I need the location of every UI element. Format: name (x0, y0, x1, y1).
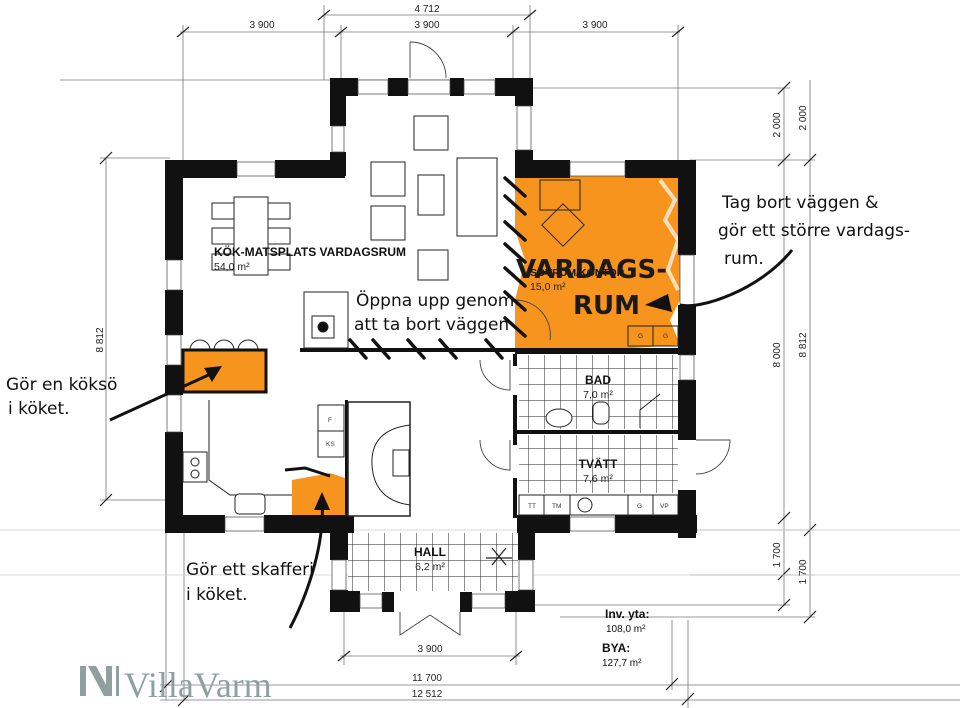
dim-top-left: 3 900 (249, 20, 274, 31)
fixture-vp: VP (660, 503, 669, 510)
doors (399, 41, 731, 636)
note-bigger-living-line1: Tag bort väggen & (721, 193, 878, 213)
highlight-living-room (515, 165, 681, 352)
dim-right-inner-top: 2 000 (772, 112, 783, 137)
bya-value: 127,7 m² (602, 658, 642, 669)
arrowhead-icon (314, 492, 330, 510)
arrowhead-icon (645, 294, 672, 312)
dim-right-outer-middle: 8 812 (798, 332, 809, 357)
note-island-line1: Gör en köksö (6, 375, 117, 395)
room-area-laundry: 7,6 m² (583, 473, 613, 485)
note-open-wall-line2: att ta bort väggen (354, 315, 509, 335)
wardrobe-g1: G (638, 333, 643, 340)
room-name-bathroom: BAD (585, 373, 611, 387)
room-name-bedroom: SOVRUM/KONTOR (530, 267, 625, 279)
brand-name: VillaVarm (124, 665, 272, 705)
fixture-g: G (637, 503, 642, 510)
laundry-floor (519, 435, 678, 493)
dim-right-inner-middle: 8 000 (772, 342, 783, 367)
highlight-kitchen-island (183, 350, 266, 392)
note-island-line2: i köket. (8, 399, 70, 419)
dim-bottom-entrance: 3 900 (417, 644, 442, 655)
dim-right-outer-top: 2 000 (798, 105, 809, 130)
wardrobe-g2: G (663, 333, 668, 340)
arrow-pantry (288, 499, 324, 629)
note-pantry-line1: Gör ett skafferi (186, 560, 314, 580)
dim-top-right: 3 900 (582, 20, 607, 31)
bya-label: BYA: (602, 641, 630, 655)
light-fixture-icon (486, 547, 512, 566)
fixture-tt: TT (528, 503, 536, 510)
note-vardagsrum-line2: RUM (573, 291, 640, 321)
room-area-bathroom: 7,0 m² (583, 389, 613, 401)
inv-yta-label: Inv. yta: (605, 607, 649, 621)
furniture (181, 115, 679, 517)
inv-yta-value: 108,0 m² (606, 624, 646, 635)
dim-top-overall: 4 712 (414, 4, 439, 15)
dim-right-outer-bottom: 1 700 (798, 559, 809, 584)
note-bigger-living-line3: rum. (724, 249, 764, 269)
arrow-bigger-living (679, 249, 794, 308)
fixture-fridge: F (328, 417, 332, 424)
dim-left-height: 8 812 (95, 327, 106, 352)
dim-bottom-outer: 12 512 (412, 689, 443, 700)
fixture-freezer: KS (326, 441, 335, 448)
hall-floor (348, 533, 518, 591)
arrow-island (109, 370, 216, 422)
room-area-kitchen: 54,0 m² (214, 261, 250, 273)
highlight-pantry (292, 473, 345, 522)
note-bigger-living-line2: gör ett större vardags- (718, 221, 910, 241)
note-open-wall-line1: Öppna upp genom (356, 289, 514, 311)
dim-bottom-inner: 11 700 (412, 673, 442, 684)
note-vardagsrum-line1: VARDAGS- (516, 255, 667, 285)
room-name-laundry: TVÄTT (579, 456, 618, 471)
room-name-hall: HALL (414, 545, 446, 559)
windows (166, 79, 695, 609)
remove-wall-marks (348, 176, 527, 360)
dim-top-middle: 3 900 (414, 20, 439, 31)
dim-right-inner-bottom: 1 700 (772, 542, 783, 567)
room-name-kitchen: KÖK-MATSPLATS VARDAGSRUM (214, 244, 406, 259)
room-area-bedroom: 15,0 m² (530, 281, 566, 293)
arrowhead-icon (204, 366, 222, 382)
fixture-tm: TM (552, 503, 561, 510)
dimension-lines (0, 5, 960, 708)
brand-logo-icon (80, 666, 119, 696)
note-pantry-line2: i köket. (186, 585, 248, 605)
room-area-hall: 6,2 m² (415, 561, 445, 573)
